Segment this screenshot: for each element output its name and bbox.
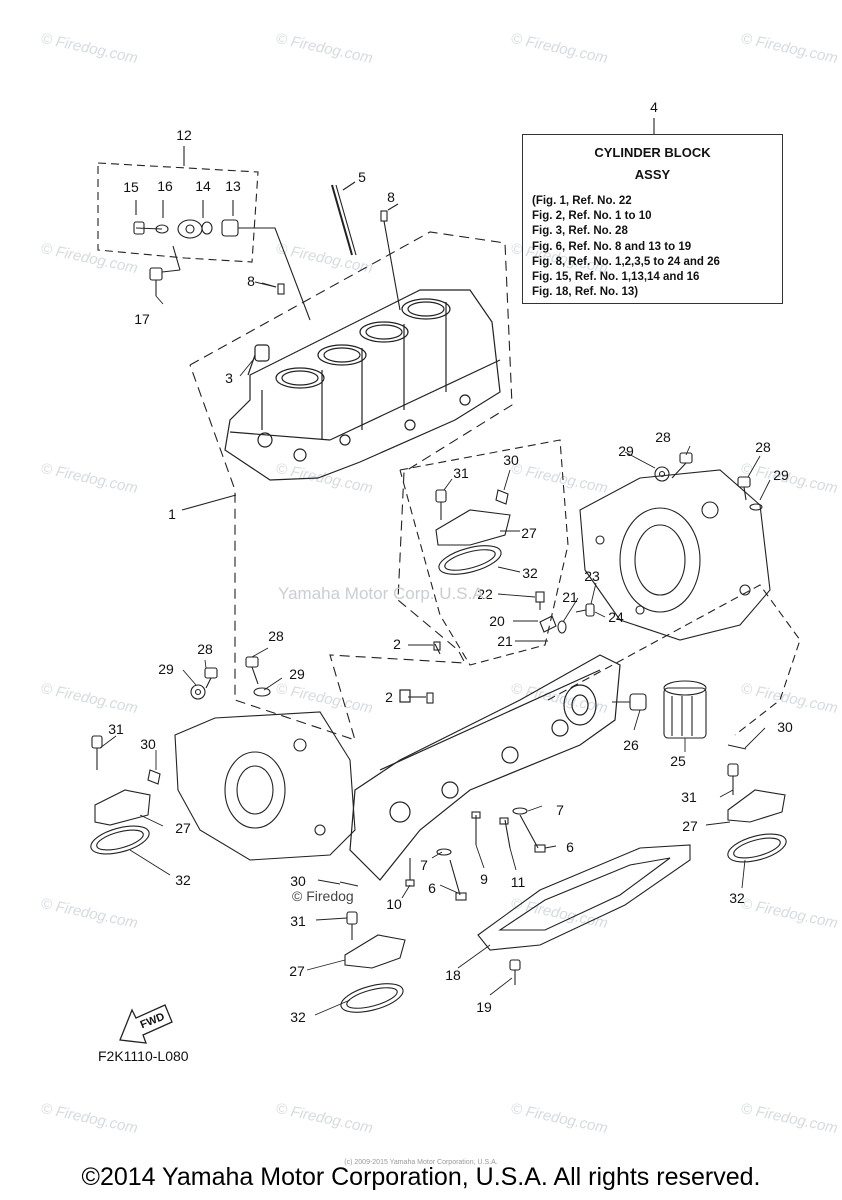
callout: 6 xyxy=(428,880,436,896)
callout: 31 xyxy=(453,465,469,481)
callout: 10 xyxy=(386,896,402,912)
callout: 29 xyxy=(158,661,174,677)
callout: 32 xyxy=(522,565,538,581)
legend-line: Fig. 8, Ref. No. 1,2,3,5 to 24 and 26 xyxy=(532,255,720,268)
callout: 27 xyxy=(521,525,537,541)
callout: 2 xyxy=(385,689,393,705)
callout: 32 xyxy=(729,890,745,906)
left-cover xyxy=(174,711,356,861)
fwd-arrow-icon xyxy=(119,1004,173,1044)
callout: 29 xyxy=(773,467,789,483)
callout: 9 xyxy=(480,871,488,887)
center-watermark: Yamaha Motor Corp. U.S.A. xyxy=(278,584,489,603)
tiny-note: (c) 2009-2015 Yamaha Motor Corporation, … xyxy=(344,1159,498,1166)
callout: 14 xyxy=(195,178,211,194)
callout: 13 xyxy=(225,178,241,194)
callout: 30 xyxy=(503,452,519,468)
callout: 11 xyxy=(510,874,526,890)
callout: 19 xyxy=(476,999,492,1015)
callout: 29 xyxy=(618,443,634,459)
legend-lines: (Fig. 1, Ref. No. 22 Fig. 2, Ref. No. 1 … xyxy=(532,194,720,300)
assy-legend-box: CYLINDER BLOCK ASSY (Fig. 1, Ref. No. 22… xyxy=(522,134,783,304)
crankcase xyxy=(349,654,621,881)
legend-title: CYLINDER BLOCK xyxy=(594,145,711,160)
group-box-12 xyxy=(97,162,259,263)
callout: 20 xyxy=(489,613,505,629)
cylinder-block-outline xyxy=(189,231,513,741)
callout: 18 xyxy=(445,967,461,983)
legend-line: (Fig. 1, Ref. No. 22 xyxy=(532,195,632,207)
callout: 15 xyxy=(123,179,139,195)
legend-line: Fig. 15, Ref. No. 1,13,14 and 16 xyxy=(532,271,700,284)
copyright-footer: ©2014 Yamaha Motor Corporation, U.S.A. A… xyxy=(81,1163,761,1191)
callout: 32 xyxy=(290,1009,306,1025)
callout: 22 xyxy=(477,586,493,602)
callout-4: 4 xyxy=(650,99,658,115)
cylinder-block-body xyxy=(224,289,501,481)
callout: 3 xyxy=(225,370,233,386)
callout: 21 xyxy=(497,633,513,649)
callout: 30 xyxy=(140,736,156,752)
legend-line: Fig. 2, Ref. No. 1 to 10 xyxy=(532,210,652,223)
callout: 1 xyxy=(168,506,176,522)
callout: 5 xyxy=(358,169,366,185)
callout: 28 xyxy=(755,439,771,455)
callout: 29 xyxy=(289,666,305,682)
callout: 28 xyxy=(197,641,213,657)
legend-line: Fig. 6, Ref. No. 8 and 13 to 19 xyxy=(532,240,692,253)
callout: 27 xyxy=(175,820,191,836)
callout: 8 xyxy=(247,273,255,289)
callout: 28 xyxy=(268,628,284,644)
firedog-mark: © Firedog xyxy=(292,888,354,904)
callout: 30 xyxy=(290,873,306,889)
right-cover-top xyxy=(579,469,771,641)
callout: 8 xyxy=(387,189,395,205)
callout: 16 xyxy=(157,178,173,194)
callout: 26 xyxy=(623,737,639,753)
callout: 31 xyxy=(290,913,306,929)
callout: 21 xyxy=(562,589,578,605)
callout: 6 xyxy=(566,839,574,855)
callout: 12 xyxy=(176,127,192,143)
legend-line: Fig. 3, Ref. No. 28 xyxy=(532,225,628,238)
callout: 7 xyxy=(420,857,428,873)
callout: 27 xyxy=(682,818,698,834)
callout: 25 xyxy=(670,753,686,769)
callout: 2 xyxy=(393,636,401,652)
legend-line: Fig. 18, Ref. No. 13) xyxy=(532,286,639,299)
legend-subtitle: ASSY xyxy=(634,167,671,182)
callout: 7 xyxy=(556,802,564,818)
callout: 28 xyxy=(655,429,671,445)
figure-code: F2K1110-L080 xyxy=(98,1048,189,1064)
callout: 32 xyxy=(175,872,191,888)
callout: 24 xyxy=(608,609,624,625)
callout: 30 xyxy=(777,719,793,735)
callout: 31 xyxy=(681,789,697,805)
callout: 27 xyxy=(289,963,305,979)
callout: 17 xyxy=(134,311,150,327)
gasket-18 xyxy=(477,844,691,951)
callout: 23 xyxy=(584,568,600,584)
callout: 31 xyxy=(108,721,124,737)
